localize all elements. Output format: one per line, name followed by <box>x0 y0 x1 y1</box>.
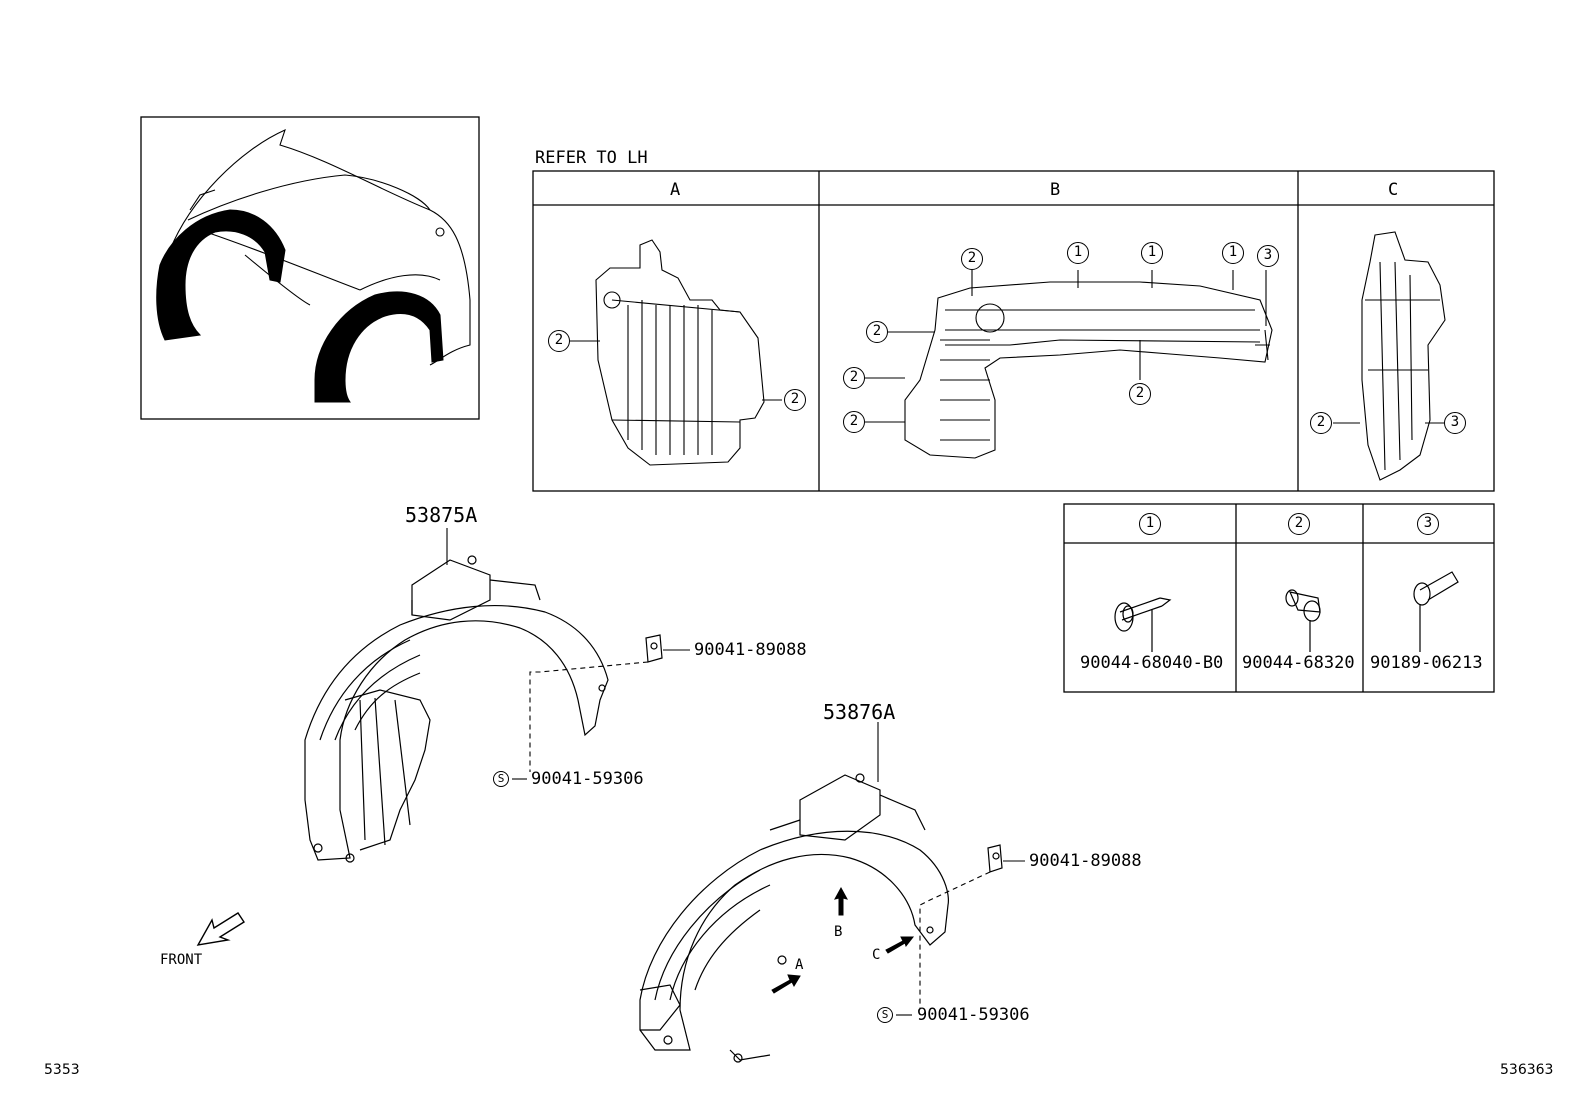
arrow-a <box>771 974 801 994</box>
fastener-col-3-part-number: 90189-06213 <box>1370 653 1483 673</box>
arrow-c <box>885 936 915 954</box>
front-arrow-icon <box>196 912 245 946</box>
fastener-col-1-marker: 1 <box>1139 513 1161 535</box>
detail-col-c-header: C <box>1388 180 1399 200</box>
detail-b-drawing <box>904 281 1273 459</box>
leader-lines <box>446 270 1444 1016</box>
callout-a-right: 2 <box>784 389 806 411</box>
detail-col-a-header: A <box>670 180 681 200</box>
fastener-col-1-part-number: 90044-68040-B0 <box>1080 653 1224 673</box>
fastener-icons <box>1114 571 1459 652</box>
callout-c-left: 2 <box>1310 412 1332 434</box>
footer-right-code: 536363 <box>1500 1062 1554 1078</box>
callout-c-right: 3 <box>1444 412 1466 434</box>
detail-c-drawing <box>1361 231 1446 481</box>
clip-brackets <box>645 634 1003 873</box>
liner-53875a-drawing <box>304 555 609 863</box>
part-label-clip-lower: 90041-89088 <box>1029 851 1142 871</box>
overview-frame <box>140 116 480 420</box>
fastener-col-3-marker: 3 <box>1417 513 1439 535</box>
view-arrow-b-label: B <box>834 924 843 940</box>
view-arrows <box>771 886 915 994</box>
fastener-table-frame <box>1063 503 1495 693</box>
fastener-col-2-marker: 2 <box>1288 513 1310 535</box>
detail-a-drawing <box>595 239 765 466</box>
callout-b-left-2: 2 <box>843 367 865 389</box>
callout-b-bottom: 2 <box>1129 383 1151 405</box>
front-label: FRONT <box>160 952 203 968</box>
screw-marker-upper: S <box>493 771 509 787</box>
dashed-leaders <box>529 661 991 1008</box>
callout-b-top-1c: 1 <box>1222 242 1244 264</box>
arrow-b <box>834 886 848 916</box>
fastener-col-2-part-number: 90044-68320 <box>1242 653 1355 673</box>
callout-b-top-3: 3 <box>1257 245 1279 267</box>
part-label-clip-upper: 90041-89088 <box>694 640 807 660</box>
callout-b-top-1a: 1 <box>1067 242 1089 264</box>
part-label-53875a: 53875A <box>405 503 478 527</box>
liner-53876a-drawing <box>639 773 949 1063</box>
detail-table-frame <box>532 170 1495 492</box>
callout-a-left: 2 <box>548 330 570 352</box>
view-arrow-c-label: C <box>872 947 881 963</box>
callout-b-top-1b: 1 <box>1141 242 1163 264</box>
part-label-53876a: 53876A <box>823 700 896 724</box>
overview-car <box>169 128 471 366</box>
screw-marker-lower: S <box>877 1007 893 1023</box>
callout-b-left-3: 2 <box>843 411 865 433</box>
callout-b-top-2: 2 <box>961 248 983 270</box>
detail-col-b-header: B <box>1050 180 1061 200</box>
callout-b-left-1: 2 <box>866 321 888 343</box>
view-arrow-a-label: A <box>795 957 804 973</box>
part-label-screw-upper: 90041-59306 <box>531 769 644 789</box>
part-label-screw-lower: 90041-59306 <box>917 1005 1030 1025</box>
footer-left-code: 5353 <box>44 1062 80 1078</box>
refer-to-lh-label: REFER TO LH <box>535 148 648 168</box>
overview-highlight-liners <box>156 209 444 403</box>
